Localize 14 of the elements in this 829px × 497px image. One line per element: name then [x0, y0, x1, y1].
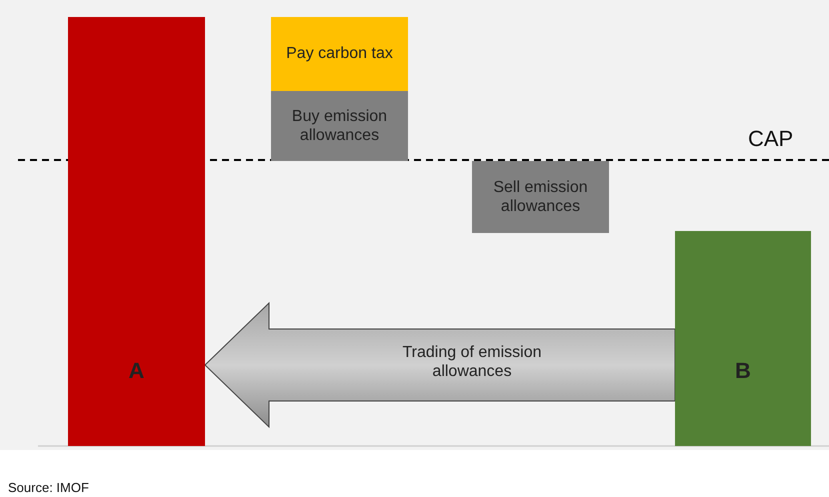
- edge-label: Trading of emission allowances: [401, 343, 543, 382]
- box-text: Sell emission allowances: [492, 178, 589, 216]
- box-text: Pay carbon tax: [286, 44, 393, 64]
- bar-letter: A: [128, 358, 144, 384]
- box-text: Buy emission allowances: [290, 106, 388, 146]
- block-arrow: [204, 302, 676, 428]
- cap-label: CAP: [748, 126, 794, 152]
- action-box: [472, 161, 609, 233]
- bar: [68, 17, 205, 446]
- bar-letter: B: [735, 358, 751, 384]
- action-box: [271, 17, 408, 91]
- action-box: [271, 91, 408, 161]
- bar: [675, 231, 811, 446]
- source-note: Source: IMOF: [8, 480, 89, 495]
